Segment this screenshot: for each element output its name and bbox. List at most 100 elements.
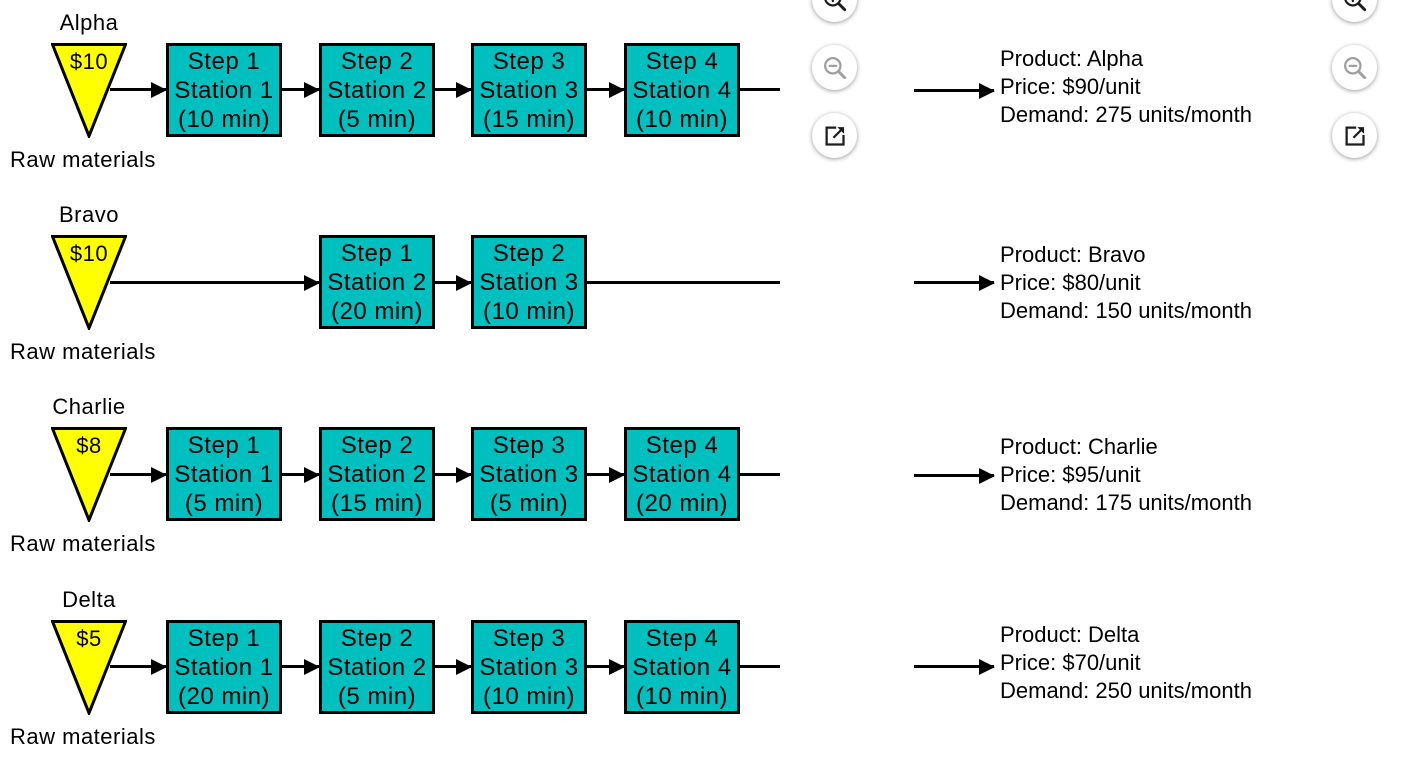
raw-materials-label: Raw materials	[10, 531, 156, 556]
open-in-new-icon	[1345, 126, 1365, 146]
flow-arrow	[282, 658, 320, 675]
cycle-time-label: (20 min)	[330, 297, 424, 325]
flow-arrow	[282, 81, 320, 98]
flow-arrow	[435, 658, 472, 675]
station-label: Station 4	[632, 653, 732, 681]
product-info-arrow	[914, 467, 995, 484]
cycle-time-label: (10 min)	[482, 682, 576, 710]
right-panel-zoom-out-button[interactable]	[1332, 45, 1377, 90]
raw-cost-label: $8	[76, 433, 102, 458]
product-info-price: Price: $80/unit	[1000, 270, 1141, 295]
process-step-box: Step 4 Station 4 (20 min)	[624, 427, 740, 521]
step-label: Step 1	[340, 239, 414, 267]
step-label: Step 1	[187, 624, 261, 652]
station-label: Station 3	[479, 653, 579, 681]
cycle-time-label: (20 min)	[177, 682, 271, 710]
raw-cost-label: $10	[69, 241, 109, 266]
product-name-label: Delta	[62, 587, 116, 612]
product-name-label: Charlie	[52, 394, 126, 419]
station-label: Station 2	[327, 460, 427, 488]
cycle-time-label: (20 min)	[635, 489, 729, 517]
raw-materials-triangle: $8	[51, 427, 127, 522]
product-info-arrow	[914, 658, 995, 675]
process-step-box: Step 3 Station 3 (10 min)	[471, 620, 587, 714]
zoom-out-icon	[824, 57, 847, 80]
station-label: Station 3	[479, 76, 579, 104]
process-step-box: Step 2 Station 3 (10 min)	[471, 235, 587, 329]
flow-arrow	[110, 274, 320, 291]
cycle-time-label: (10 min)	[635, 105, 729, 133]
left-panel-zoom-in-button[interactable]	[812, 0, 857, 22]
flow-arrow	[282, 466, 320, 483]
product-info: Product: Delta Price: $70/unit Demand: 2…	[1000, 621, 1252, 705]
raw-cost-label: $10	[69, 49, 109, 74]
product-info-product: Product: Charlie	[1000, 434, 1158, 459]
step-label: Step 3	[492, 624, 566, 652]
product-info-price: Price: $70/unit	[1000, 650, 1141, 675]
process-step-box: Step 2 Station 2 (5 min)	[319, 43, 435, 137]
station-label: Station 4	[632, 76, 732, 104]
process-step-box: Step 4 Station 4 (10 min)	[624, 43, 740, 137]
cycle-time-label: (15 min)	[482, 105, 576, 133]
station-label: Station 3	[479, 268, 579, 296]
right-panel-open-in-new-button[interactable]	[1332, 113, 1377, 158]
product-info: Product: Alpha Price: $90/unit Demand: 2…	[1000, 45, 1252, 129]
flow-arrow	[587, 466, 625, 483]
inventory-triangle-icon	[51, 620, 127, 715]
cycle-time-label: (5 min)	[337, 105, 417, 133]
process-step-box: Step 3 Station 3 (5 min)	[471, 427, 587, 521]
zoom-in-icon	[824, 0, 847, 12]
flow-line	[587, 281, 780, 284]
station-label: Station 1	[174, 76, 274, 104]
step-label: Step 4	[645, 431, 719, 459]
step-label: Step 2	[340, 47, 414, 75]
raw-cost-label: $5	[76, 626, 102, 651]
step-label: Step 1	[187, 431, 261, 459]
station-label: Station 1	[174, 653, 274, 681]
step-label: Step 4	[645, 624, 719, 652]
flow-arrow	[435, 466, 472, 483]
left-panel-open-in-new-button[interactable]	[812, 113, 857, 158]
cycle-time-label: (10 min)	[177, 105, 271, 133]
product-info-demand: Demand: 275 units/month	[1000, 102, 1252, 127]
flow-line	[740, 88, 780, 91]
process-step-box: Step 2 Station 2 (15 min)	[319, 427, 435, 521]
inventory-triangle-icon	[51, 427, 127, 522]
product-info-demand: Demand: 250 units/month	[1000, 678, 1252, 703]
station-label: Station 1	[174, 460, 274, 488]
right-panel-zoom-in-button[interactable]	[1332, 0, 1377, 22]
step-label: Step 3	[492, 431, 566, 459]
step-label: Step 3	[492, 47, 566, 75]
process-step-box: Step 1 Station 2 (20 min)	[319, 235, 435, 329]
left-panel-zoom-out-button[interactable]	[812, 45, 857, 90]
process-step-box: Step 2 Station 2 (5 min)	[319, 620, 435, 714]
step-label: Step 1	[187, 47, 261, 75]
step-label: Step 2	[340, 624, 414, 652]
product-info-arrow	[914, 274, 995, 291]
flow-arrow	[110, 466, 167, 483]
cycle-time-label: (10 min)	[635, 682, 729, 710]
zoom-in-icon	[1344, 0, 1367, 12]
flow-arrow	[587, 81, 625, 98]
product-info-price: Price: $90/unit	[1000, 74, 1141, 99]
product-info-product: Product: Delta	[1000, 622, 1140, 647]
process-step-box: Step 4 Station 4 (10 min)	[624, 620, 740, 714]
cycle-time-label: (15 min)	[330, 489, 424, 517]
raw-materials-label: Raw materials	[10, 724, 156, 749]
raw-materials-label: Raw materials	[10, 147, 156, 172]
process-step-box: Step 1 Station 1 (10 min)	[166, 43, 282, 137]
step-label: Step 2	[492, 239, 566, 267]
cycle-time-label: (5 min)	[337, 682, 417, 710]
flow-arrow	[110, 81, 167, 98]
step-label: Step 4	[645, 47, 719, 75]
product-name-label: Bravo	[59, 202, 119, 227]
open-in-new-icon	[825, 126, 845, 146]
product-info: Product: Charlie Price: $95/unit Demand:…	[1000, 433, 1252, 517]
inventory-triangle-icon	[51, 235, 127, 330]
flow-arrow	[435, 274, 472, 291]
station-label: Station 2	[327, 76, 427, 104]
product-info-demand: Demand: 175 units/month	[1000, 490, 1252, 515]
inventory-triangle-icon	[51, 43, 127, 138]
product-info-demand: Demand: 150 units/month	[1000, 298, 1252, 323]
product-info: Product: Bravo Price: $80/unit Demand: 1…	[1000, 241, 1252, 325]
